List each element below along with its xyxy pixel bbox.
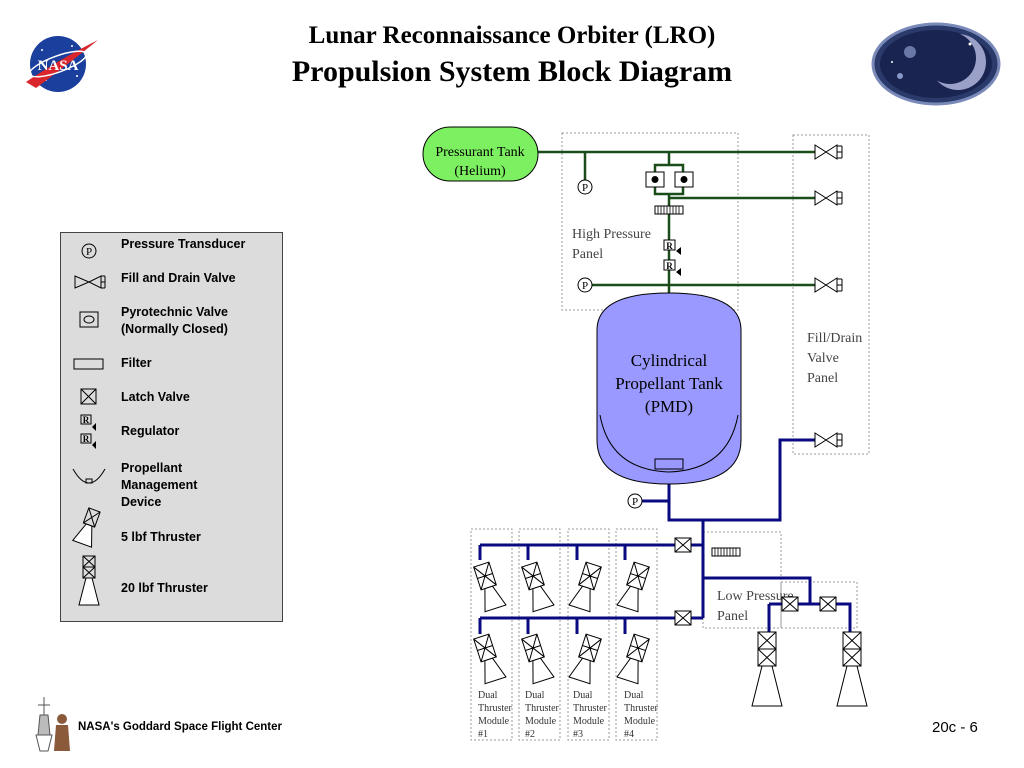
latch-valve-20lbf-a-icon bbox=[781, 596, 799, 612]
thruster-20lbf-a-icon bbox=[751, 631, 783, 707]
module-1-label-4: #1 bbox=[478, 729, 488, 740]
high-pressure-panel-label-1: High Pressure bbox=[572, 227, 651, 242]
pressurant-tank: Pressurant Tank (Helium) bbox=[422, 126, 539, 182]
legend-label-pressure-transducer: Pressure Transducer bbox=[121, 237, 246, 251]
legend-label-latch-valve: Latch Valve bbox=[121, 390, 190, 404]
regulator-symbol-letter: R bbox=[83, 434, 90, 444]
module-1-label-1: Dual bbox=[478, 690, 498, 701]
module-3-label-4: #3 bbox=[573, 729, 583, 740]
propellant-tank-label-1: Cylindrical bbox=[631, 351, 708, 370]
high-pressure-filter-icon bbox=[654, 205, 684, 215]
low-pressure-panel-label-2: Panel bbox=[717, 609, 748, 624]
pressure-transducer-icon: P bbox=[81, 243, 97, 259]
pressure-transducer-reg-icon bbox=[577, 277, 593, 293]
pressure-symbol-letter: P bbox=[86, 246, 92, 258]
module-2-label-3: Module bbox=[525, 716, 557, 727]
legend-box: P R R bbox=[60, 232, 283, 622]
legend-label-5lbf-thruster: 5 lbf Thruster bbox=[121, 530, 201, 544]
legend-label-pyrotechnic-valve: Pyrotechnic Valve (Normally Closed) bbox=[121, 305, 229, 336]
pyrotechnic-valves bbox=[645, 171, 694, 188]
filter-icon bbox=[73, 358, 104, 370]
propellant-tank: Cylindrical Propellant Tank (PMD) bbox=[596, 292, 742, 485]
fill-drain-panel-label-3: Panel bbox=[807, 371, 838, 386]
pressurant-tank-label-2: (Helium) bbox=[454, 164, 506, 179]
legend-symbols: P R R bbox=[71, 243, 106, 606]
thruster-5lbf-icon bbox=[71, 507, 101, 548]
thruster-5lbf-2b-icon bbox=[518, 632, 555, 685]
module-2-outline bbox=[518, 528, 561, 741]
module-3-label-2: Thruster bbox=[573, 703, 608, 714]
propellant-tank-label-2: Propellant Tank bbox=[615, 374, 723, 393]
module-1-label-3: Module bbox=[478, 716, 510, 727]
module-4-outline bbox=[615, 528, 658, 741]
low-pressure-panel-label-1: Low Pressure bbox=[717, 589, 794, 604]
legend-label-filter: Filter bbox=[121, 356, 152, 370]
fill-drain-panel-label-2: Valve bbox=[807, 351, 839, 366]
fill-drain-valve-4-icon bbox=[814, 432, 843, 448]
module-2-label-4: #2 bbox=[525, 729, 535, 740]
high-pressure-panel-label-2: Panel bbox=[572, 247, 603, 262]
module-4-label-3: Module bbox=[624, 716, 656, 727]
footer-center-name: NASA's Goddard Space Flight Center bbox=[78, 721, 283, 733]
module-4-label-2: Thruster bbox=[624, 703, 659, 714]
latch-valve-20lbf-b-icon bbox=[819, 596, 837, 612]
thruster-5lbf-3a-icon bbox=[568, 560, 605, 613]
thruster-5lbf-1a-icon bbox=[470, 560, 507, 613]
regulator-symbol-letter: R bbox=[83, 415, 90, 425]
fill-drain-valve-icon bbox=[74, 275, 106, 289]
pyrotechnic-valve-icon bbox=[79, 311, 99, 328]
pressure-transducer-prop-icon bbox=[627, 493, 643, 509]
pressure-transducer-hp-icon bbox=[577, 179, 593, 195]
fill-drain-valve-1-icon bbox=[814, 144, 843, 160]
title-line-2: Propulsion System Block Diagram bbox=[291, 55, 733, 88]
pressurant-tank-label-1: Pressurant Tank bbox=[435, 145, 524, 160]
propellant-tank-label-3: (PMD) bbox=[645, 397, 693, 416]
nasa-logo: NASA bbox=[26, 36, 98, 92]
module-labels: Dual Thruster Module #1 Dual Thruster Mo… bbox=[478, 690, 659, 740]
thruster-5lbf-1b-icon bbox=[470, 632, 507, 685]
goddard-logo bbox=[35, 697, 70, 752]
regulator-symbol-letter: R bbox=[666, 261, 673, 271]
thruster-20lbf-icon bbox=[78, 555, 100, 606]
latch-valve-icon bbox=[80, 388, 97, 405]
module-1-outline bbox=[470, 528, 513, 741]
module-1-label-2: Thruster bbox=[478, 703, 513, 714]
thruster-5lbf-4a-icon bbox=[616, 560, 653, 613]
thruster-20lbf-b-icon bbox=[836, 631, 868, 707]
module-3-label-3: Module bbox=[573, 716, 605, 727]
thruster-5lbf-3b-icon bbox=[568, 632, 605, 685]
module-3-outline bbox=[567, 528, 610, 741]
latch-valve-upper-icon bbox=[674, 537, 692, 553]
thruster-5lbf-2a-icon bbox=[518, 560, 555, 613]
fill-drain-panel-label-1: Fill/Drain bbox=[807, 331, 862, 346]
thruster-5lbf-4b-icon bbox=[616, 632, 653, 685]
legend-label-pmd: Propellant Management Device bbox=[121, 461, 198, 509]
svg-text:NASA: NASA bbox=[38, 58, 79, 74]
regulator-pair: R R bbox=[663, 239, 681, 276]
fill-drain-panel-outline bbox=[792, 134, 870, 455]
legend-label-fill-drain-valve: Fill and Drain Valve bbox=[121, 271, 236, 285]
module-2-label-1: Dual bbox=[525, 690, 545, 701]
title-line-1: Lunar Reconnaissance Orbiter (LRO) bbox=[308, 22, 716, 49]
module-4-label-4: #4 bbox=[624, 729, 634, 740]
module-4-label-1: Dual bbox=[624, 690, 644, 701]
legend-label-regulator: Regulator bbox=[121, 424, 180, 438]
regulator-symbol-letter: R bbox=[666, 241, 673, 251]
page-number: 20c - 6 bbox=[932, 719, 978, 736]
fill-drain-valve-2-icon bbox=[814, 190, 843, 206]
module-2-label-2: Thruster bbox=[525, 703, 560, 714]
propellant-management-device-icon bbox=[72, 468, 106, 484]
module-3-label-1: Dual bbox=[573, 690, 593, 701]
propellant-lines bbox=[478, 438, 852, 634]
fill-drain-valve-3-icon bbox=[814, 277, 843, 293]
lro-logo bbox=[871, 22, 1001, 106]
low-pressure-filter-icon bbox=[711, 547, 741, 557]
regulator-icon: R R bbox=[80, 414, 96, 449]
latch-valve-lower-icon bbox=[674, 610, 692, 626]
legend-label-20lbf-thruster: 20 lbf Thruster bbox=[121, 581, 208, 595]
